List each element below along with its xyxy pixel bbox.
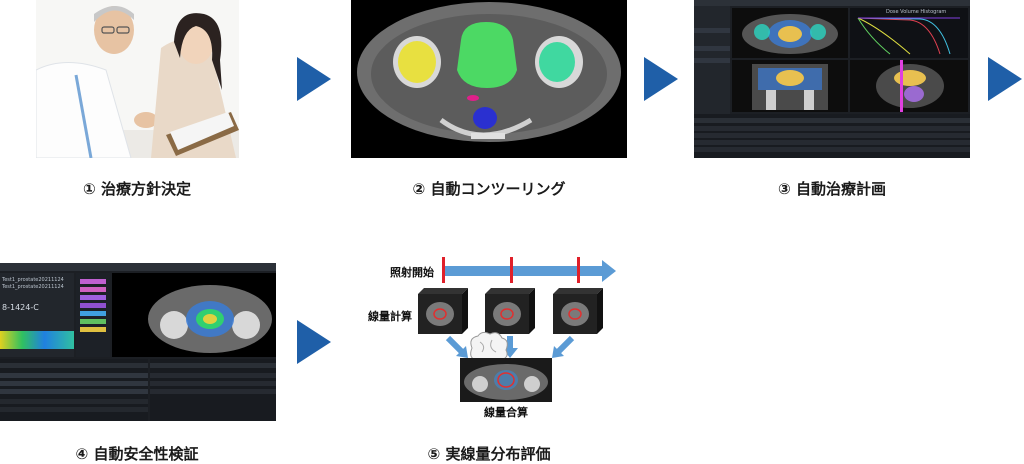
merge-arrow-right	[555, 335, 575, 355]
axial-view	[742, 14, 838, 54]
merge-arrow-center	[507, 336, 513, 348]
step-3-caption: ③ 自動治療計画	[778, 180, 886, 198]
timeline-arrowhead	[602, 260, 616, 282]
dose-flow-graphic	[418, 257, 616, 402]
ct-contour-illustration	[351, 0, 627, 158]
dose-cube	[418, 288, 468, 334]
merge-arrow-left	[445, 335, 465, 355]
dvh-chart	[857, 17, 960, 55]
irradiation-start-label: 照射開始	[390, 266, 434, 279]
dose-calc-label: 線量計算	[368, 310, 412, 323]
femoral-head-right-contour	[539, 42, 575, 82]
pelvic-ct-image	[351, 0, 627, 158]
rectum-contour	[473, 107, 497, 129]
timeline-bar	[442, 266, 602, 276]
case-id: 8-1424-C	[2, 303, 39, 312]
sagittal-view	[876, 60, 944, 112]
doctor-consultation-photo	[36, 0, 239, 158]
coronal-view	[752, 64, 828, 110]
dose-cube	[553, 288, 603, 334]
femoral-head-left-contour	[398, 41, 436, 83]
fraction-marker	[442, 257, 445, 283]
dose-cube	[485, 288, 535, 334]
dose-strip	[0, 331, 74, 349]
dvh-chart-title: Dose Volume Histogram	[886, 9, 947, 15]
consultation-illustration	[36, 0, 239, 158]
step-4-caption: ④ 自動安全性検証	[75, 445, 199, 463]
step-5-caption: ⑤ 実線量分布評価	[427, 445, 551, 463]
bladder-contour	[457, 22, 517, 88]
verification-ct-view	[148, 285, 272, 353]
step-arrow-3-to-4	[988, 57, 1022, 101]
fraction-marker	[577, 257, 580, 283]
prostate-contour	[467, 95, 479, 101]
step-arrow-4-to-5	[297, 320, 331, 364]
step-arrow-2-to-3	[644, 57, 678, 101]
step-2-caption: ② 自動コンツーリング	[412, 180, 566, 198]
patient-line-1: Test1_prostate20211124	[2, 277, 64, 283]
dose-sum-label: 線量合算	[484, 406, 528, 419]
treatment-planning-screenshot: Dose Volume Histogram	[694, 0, 970, 158]
step-1-caption: ① 治療方針決定	[83, 180, 191, 198]
fraction-marker	[510, 257, 513, 283]
step-arrow-1-to-2	[297, 57, 331, 101]
patient-line-2: Test1_prostate20211124	[2, 284, 64, 290]
dose-accumulation-diagram: 照射開始 線量計算 線量合算	[360, 252, 630, 424]
summed-dose-image	[460, 358, 552, 402]
safety-verification-screenshot: Test1_prostate20211124 Test1_prostate202…	[0, 263, 276, 421]
